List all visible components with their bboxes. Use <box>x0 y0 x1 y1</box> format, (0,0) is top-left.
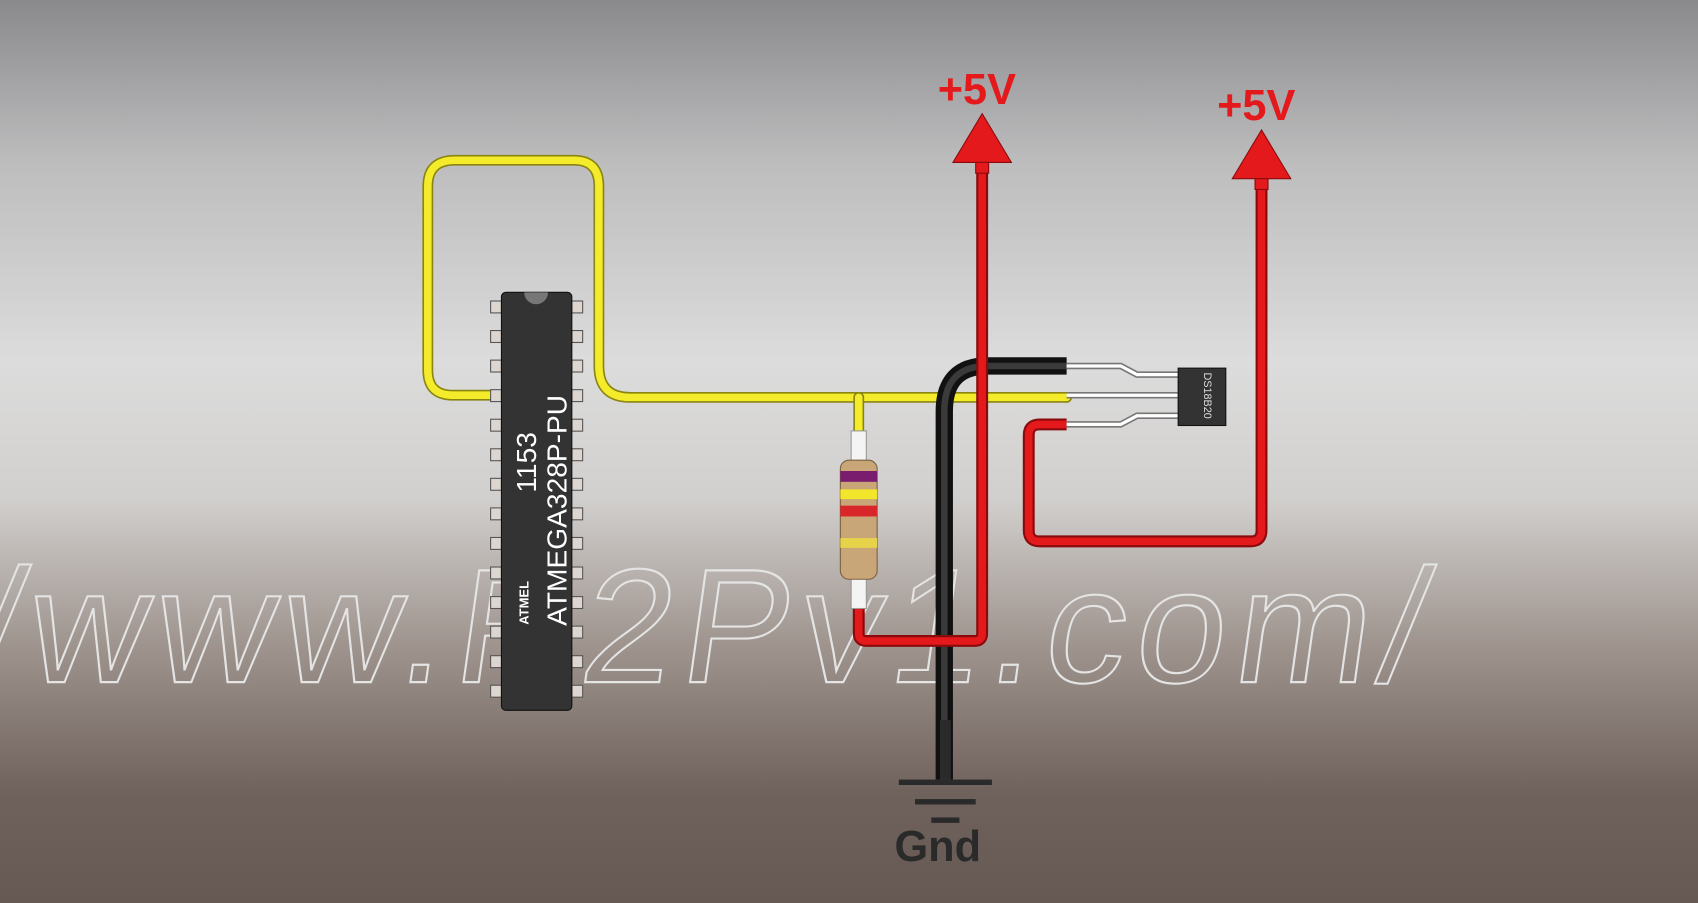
resistor-band-red <box>840 505 878 517</box>
resistor-band-violet <box>840 470 878 482</box>
chip-part-number: ATMEGA328P-PU <box>541 395 572 626</box>
power-label-2: +5V <box>1217 82 1295 130</box>
power-symbol-1: +5V <box>938 66 1016 174</box>
chip-pin <box>490 389 502 403</box>
chip-pin <box>571 448 584 462</box>
chip-pin <box>571 477 584 491</box>
atmega-chip: 1153 ATMEGA328P-PU ATMEL <box>490 291 584 711</box>
chip-date-code: 1153 <box>511 432 542 493</box>
chip-pin <box>490 300 502 314</box>
chip-pin <box>571 389 584 403</box>
chip-pin <box>490 655 502 669</box>
chip-pin <box>490 536 502 550</box>
ground-symbol: Gnd <box>894 720 992 871</box>
signal-wire <box>422 154 1073 437</box>
watermark: //www.R2Pv1.com/ <box>0 535 1441 717</box>
chip-pin <box>490 566 502 580</box>
chip-pin <box>571 684 584 698</box>
chip-pin <box>571 507 584 521</box>
chip-pin <box>490 625 502 639</box>
chip-pin <box>490 418 502 432</box>
chip-pin <box>490 477 502 491</box>
resistor <box>839 430 878 610</box>
sensor-label: DS18B20 <box>1201 372 1213 418</box>
chip-pin <box>490 359 502 373</box>
chip-pin <box>490 448 502 462</box>
ground-label: Gnd <box>894 823 981 871</box>
ds18b20-sensor: DS18B20 <box>1066 362 1227 428</box>
power-wire-2 <box>1022 186 1268 548</box>
chip-pin <box>490 330 502 344</box>
chip-pin <box>571 625 584 639</box>
chip-pin <box>571 359 584 373</box>
chip-pin <box>571 536 584 550</box>
chip-pin <box>571 330 584 344</box>
chip-pin <box>571 418 584 432</box>
chip-pin <box>490 684 502 698</box>
chip-pin <box>571 566 584 580</box>
power-symbol-2: +5V <box>1217 82 1295 191</box>
chip-pin <box>571 300 584 314</box>
chip-pin <box>490 507 502 521</box>
power-label-1: +5V <box>938 66 1016 114</box>
atmel-logo: ATMEL <box>517 581 532 625</box>
resistor-band-gold <box>840 538 878 548</box>
power-wire-1 <box>852 167 989 647</box>
resistor-band-yellow <box>840 489 878 500</box>
chip-pin <box>571 655 584 669</box>
chip-pin <box>490 596 502 610</box>
chip-pin <box>571 596 584 610</box>
